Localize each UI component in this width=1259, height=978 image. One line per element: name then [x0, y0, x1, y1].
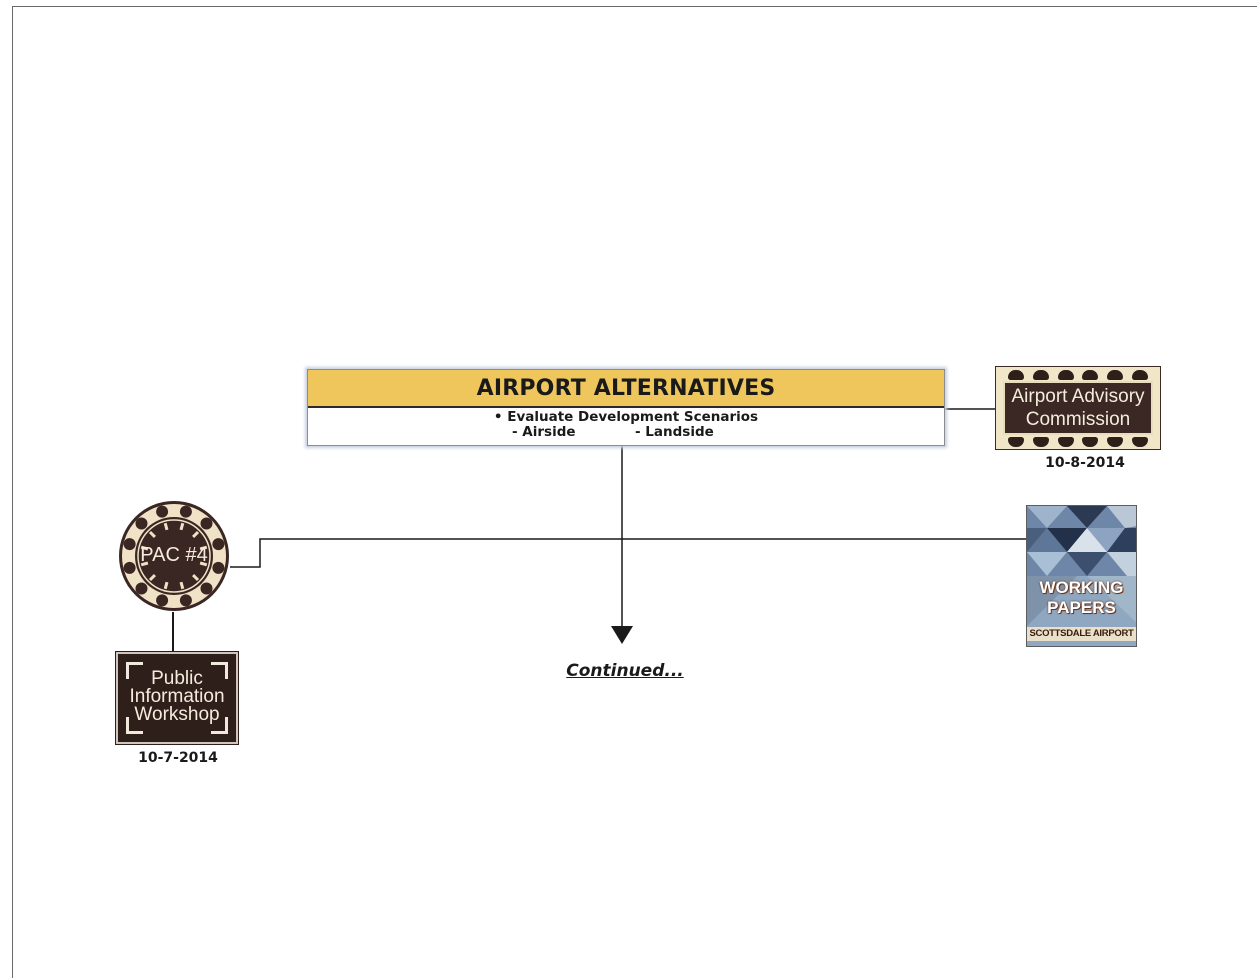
- airport-alternatives-title: AIRPORT ALTERNATIVES: [308, 370, 944, 408]
- commission-seats-top: [1008, 370, 1148, 380]
- scenario-sub-items: - Airside - Landside: [308, 424, 944, 443]
- advisory-commission-label: Airport Advisory Commission: [1003, 381, 1153, 435]
- arrow-head: [611, 626, 633, 644]
- page-frame: [12, 6, 1257, 978]
- public-workshop-date: 10-7-2014: [138, 750, 218, 766]
- continued-label: Continued...: [566, 661, 684, 681]
- working-papers-cover-image: WORKING PAPERS SCOTTSDALE AIRPORT: [1026, 505, 1137, 647]
- advisory-commission-date: 10-8-2014: [1045, 455, 1125, 471]
- workshop-line-3: Workshop: [134, 704, 220, 725]
- working-papers-line-1: WORKING: [1039, 578, 1124, 597]
- sub-item-landside: - Landside: [635, 424, 714, 440]
- working-papers-title: WORKING PAPERS: [1027, 578, 1136, 618]
- working-papers-line-2: PAPERS: [1047, 598, 1116, 617]
- pac-table-icon: [119, 501, 229, 611]
- pac-to-papers-line: [230, 538, 1028, 568]
- cover-photo-collage: [1027, 506, 1136, 646]
- evaluate-scenarios-bullet: • Evaluate Development Scenarios: [493, 409, 759, 425]
- airport-alternatives-box: AIRPORT ALTERNATIVES • Evaluate Developm…: [307, 369, 945, 446]
- sub-item-airside: - Airside: [512, 424, 576, 440]
- working-papers-subtitle: SCOTTSDALE AIRPORT: [1027, 627, 1136, 641]
- advisory-commission-icon: Airport Advisory Commission: [995, 366, 1161, 450]
- workshop-line-2: Information: [129, 686, 225, 707]
- public-workshop-icon: Public Information Workshop: [116, 652, 238, 744]
- public-workshop-label: Public Information Workshop: [118, 668, 236, 725]
- workshop-line-1: Public: [151, 668, 203, 689]
- commission-seats-bottom: [1008, 437, 1148, 447]
- pac-label: PAC #4: [140, 544, 208, 566]
